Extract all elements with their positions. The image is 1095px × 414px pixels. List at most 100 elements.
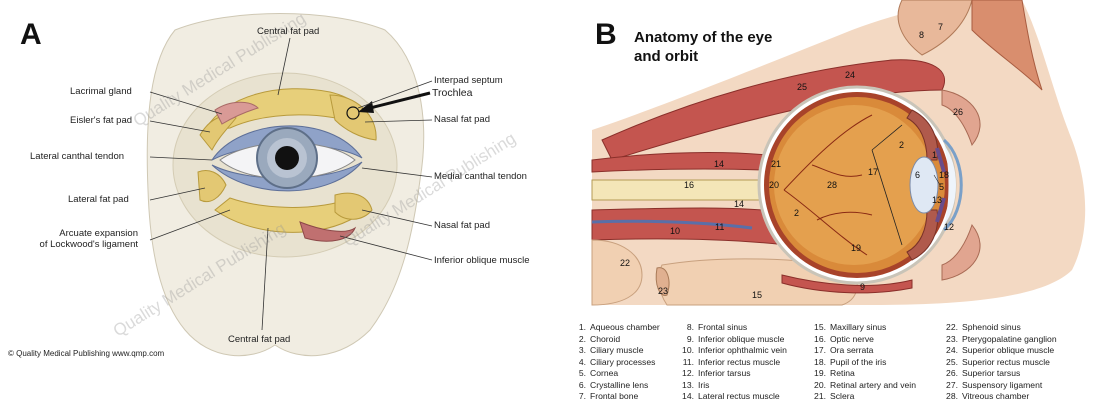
legend-item-number: 26. <box>944 368 958 380</box>
number-5: 5 <box>939 182 944 192</box>
legend-item-label: Sphenoid sinus <box>962 322 1021 332</box>
legend-item-label: Retina <box>830 368 855 378</box>
legend-item: 19. Retina <box>812 368 916 380</box>
number-26: 26 <box>953 107 963 117</box>
legend-item-number: 21. <box>812 391 826 403</box>
label-arcuate-line1: Arcuate expansion <box>30 228 138 239</box>
label-nasal-fat-pad-bottom: Nasal fat pad <box>434 220 490 231</box>
legend-column-2: 8. Frontal sinus 9. Inferior oblique muscle… <box>680 322 787 403</box>
legend-item-label: Superior tarsus <box>962 368 1020 378</box>
legend-item: 25.Superior rectus muscle <box>944 357 1057 369</box>
number-20: 20 <box>769 180 779 190</box>
legend-item: 8. Frontal sinus <box>680 322 787 334</box>
label-lacrimal-gland: Lacrimal gland <box>70 86 132 97</box>
legend-column-4: 22.Sphenoid sinus23.Pterygopalatine gang… <box>944 322 1057 403</box>
legend-item-number: 16. <box>812 334 826 346</box>
legend-item-number: 11. <box>680 357 694 369</box>
legend-item-label: Lateral rectus muscle <box>698 391 780 401</box>
legend-item-label: Vitreous chamber <box>962 391 1029 401</box>
legend-item-label: Iris <box>698 380 709 390</box>
legend-item-label: Choroid <box>590 334 620 344</box>
legend-item-number: 19. <box>812 368 826 380</box>
legend-item-label: Sclera <box>830 391 854 401</box>
legend-item: 16.Optic nerve <box>812 334 916 346</box>
number-19: 19 <box>851 243 861 253</box>
legend-item-number: 1. <box>572 322 586 334</box>
label-eislers-fat-pad: Eisler's fat pad <box>70 115 132 126</box>
number-18: 18 <box>939 170 949 180</box>
legend-item-number: 8. <box>680 322 694 334</box>
legend-item: 27.Suspensory ligament <box>944 380 1057 392</box>
legend-item: 22.Sphenoid sinus <box>944 322 1057 334</box>
legend-item-number: 9. <box>680 334 694 346</box>
legend-item-label: Inferior tarsus <box>698 368 751 378</box>
legend-item-label: Inferior oblique muscle <box>698 334 784 344</box>
legend-item-number: 14. <box>680 391 694 403</box>
number-16: 16 <box>684 180 694 190</box>
legend-item: 28. Vitreous chamber <box>944 391 1057 403</box>
legend-item-label: Superior oblique muscle <box>962 345 1054 355</box>
legend-item-number: 24. <box>944 345 958 357</box>
legend-item: 23.Pterygopalatine ganglion <box>944 334 1057 346</box>
pupil <box>275 146 299 170</box>
legend-item: 10.Inferior ophthalmic vein <box>680 345 787 357</box>
number-25: 25 <box>797 82 807 92</box>
number-23: 23 <box>658 286 668 296</box>
legend-item-label: Inferior rectus muscle <box>698 357 780 367</box>
number-2: 2 <box>899 140 904 150</box>
legend-item-label: Maxillary sinus <box>830 322 886 332</box>
number-7: 7 <box>938 22 943 32</box>
legend-item-number: 4. <box>572 357 586 369</box>
legend-item-label: Cornea <box>590 368 618 378</box>
legend-item-label: Frontal bone <box>590 391 638 401</box>
legend-item: 1.Aqueous chamber <box>572 322 660 334</box>
legend-item-number: 15. <box>812 322 826 334</box>
legend-item: 4. Ciliary processes <box>572 357 660 369</box>
legend-item-number: 12. <box>680 368 694 380</box>
number-14: 14 <box>714 159 724 169</box>
legend-item-number: 3. <box>572 345 586 357</box>
legend-item-label: Retinal artery and vein <box>830 380 916 390</box>
number-9: 9 <box>860 282 865 292</box>
eye-cross-section: 8 7 24 25 26 1 2 17 6 18 5 13 12 2 28 19… <box>572 0 1095 322</box>
legend-item-label: Pterygopalatine ganglion <box>962 334 1057 344</box>
number-22: 22 <box>620 258 630 268</box>
number-11: 11 <box>715 222 724 232</box>
label-nasal-fat-pad-top: Nasal fat pad <box>434 114 490 125</box>
legend-item: 20.Retinal artery and vein <box>812 380 916 392</box>
number-14b: 14 <box>734 199 744 209</box>
legend-item: 15. Maxillary sinus <box>812 322 916 334</box>
label-lateral-fat-pad: Lateral fat pad <box>68 194 129 205</box>
legend-item-label: Superior rectus muscle <box>962 357 1050 367</box>
legend-item-label: Suspensory ligament <box>962 380 1042 390</box>
legend-item: 24. Superior oblique muscle <box>944 345 1057 357</box>
legend-item: 2.Choroid <box>572 334 660 346</box>
legend-item-label: Ciliary processes <box>590 357 655 367</box>
legend-item-number: 28. <box>944 391 958 403</box>
label-central-fat-pad-bottom: Central fat pad <box>228 334 290 345</box>
legend-item: 11. Inferior rectus muscle <box>680 357 787 369</box>
legend-item: 7. Frontal bone <box>572 391 660 403</box>
legend-item-label: Frontal sinus <box>698 322 747 332</box>
panel-a-eyelid-fat-pads: A <box>0 0 560 414</box>
legend-item-label: Ciliary muscle <box>590 345 643 355</box>
number-1: 1 <box>932 150 937 160</box>
label-arcuate-expansion: Arcuate expansion of Lockwood's ligament <box>30 228 138 250</box>
legend-item: 3. Ciliary muscle <box>572 345 660 357</box>
number-17: 17 <box>868 167 878 177</box>
legend-item: 5.Cornea <box>572 368 660 380</box>
legend-item: 9. Inferior oblique muscle <box>680 334 787 346</box>
legend-item-number: 7. <box>572 391 586 403</box>
number-6: 6 <box>915 170 920 180</box>
legend-item: 17.Ora serrata <box>812 345 916 357</box>
legend-item: 18.Pupil of the iris <box>812 357 916 369</box>
legend-item: 21. Sclera <box>812 391 916 403</box>
legend-item: 6.Crystalline lens <box>572 380 660 392</box>
legend-item: 26. Superior tarsus <box>944 368 1057 380</box>
legend-item: 13.Iris <box>680 380 787 392</box>
legend-item-label: Crystalline lens <box>590 380 648 390</box>
legend-column-1: 1.Aqueous chamber2.Choroid3. Ciliary musc… <box>572 322 660 403</box>
legend-item: 14. Lateral rectus muscle <box>680 391 787 403</box>
